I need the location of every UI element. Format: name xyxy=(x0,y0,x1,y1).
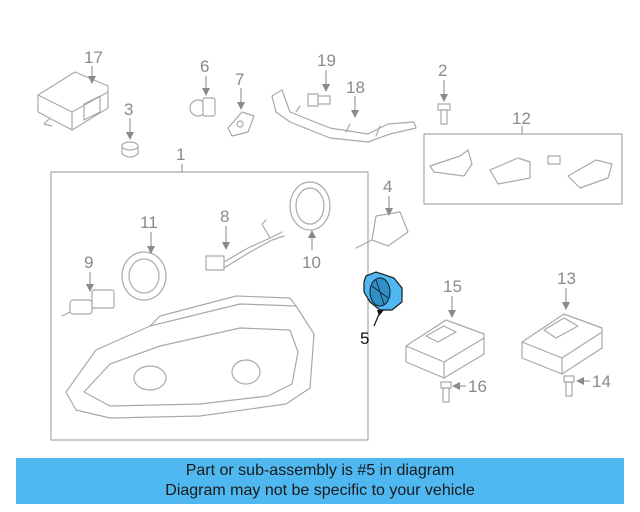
part-15-ballast: 15 xyxy=(405,277,485,379)
callout-1: 1 xyxy=(176,145,185,164)
callout-4: 4 xyxy=(383,177,392,196)
info-banner: Part or sub-assembly is #5 in diagram Di… xyxy=(16,458,624,504)
callout-11: 11 xyxy=(140,213,158,232)
banner-line-1: Part or sub-assembly is #5 in diagram xyxy=(185,462,455,479)
callout-5: 5 xyxy=(360,329,369,348)
callout-19: 19 xyxy=(317,51,336,70)
part-4-bulb: 4 xyxy=(355,177,409,249)
part-1-headlamp-assembly: 1 xyxy=(50,145,369,441)
part-6-bulb: 6 xyxy=(189,57,216,117)
callout-6: 6 xyxy=(200,57,209,76)
part-14-screw: 14 xyxy=(563,372,611,397)
parts-diagram: 17 6 7 3 19 18 2 xyxy=(37,48,623,441)
part-8-harness: 8 xyxy=(205,207,285,271)
part-12-bracket-set: 12 xyxy=(423,109,623,205)
part-18-trim: 18 xyxy=(271,78,417,143)
callout-3: 3 xyxy=(124,100,133,119)
callout-10: 10 xyxy=(302,253,321,272)
banner-line-2: Diagram may not be specific to your vehi… xyxy=(165,482,475,499)
callout-14: 14 xyxy=(592,372,611,391)
part-9-socket: 9 xyxy=(61,253,115,317)
part-19-screw: 19 xyxy=(307,51,336,107)
callout-17: 17 xyxy=(84,48,103,67)
callout-9: 9 xyxy=(84,253,93,272)
callout-15: 15 xyxy=(443,277,462,296)
callout-7: 7 xyxy=(235,70,244,89)
callout-18: 18 xyxy=(346,78,365,97)
part-10-ring: 10 xyxy=(289,181,331,272)
part-13-ballast: 13 xyxy=(521,269,603,375)
part-5-highlighted: 5 xyxy=(360,271,403,348)
headlamp-housing xyxy=(65,295,315,419)
callout-13: 13 xyxy=(557,269,576,288)
callout-2: 2 xyxy=(438,61,447,80)
callout-16: 16 xyxy=(468,377,487,396)
part-7-clip: 7 xyxy=(227,70,255,137)
part-3-cap: 3 xyxy=(121,100,139,158)
part-16-screw: 16 xyxy=(440,377,487,403)
part-11-ring: 11 xyxy=(121,213,167,301)
part-2-bolt: 2 xyxy=(437,61,451,125)
callout-8: 8 xyxy=(220,207,229,226)
callout-12: 12 xyxy=(512,109,531,128)
part-17-module: 17 xyxy=(37,48,109,131)
